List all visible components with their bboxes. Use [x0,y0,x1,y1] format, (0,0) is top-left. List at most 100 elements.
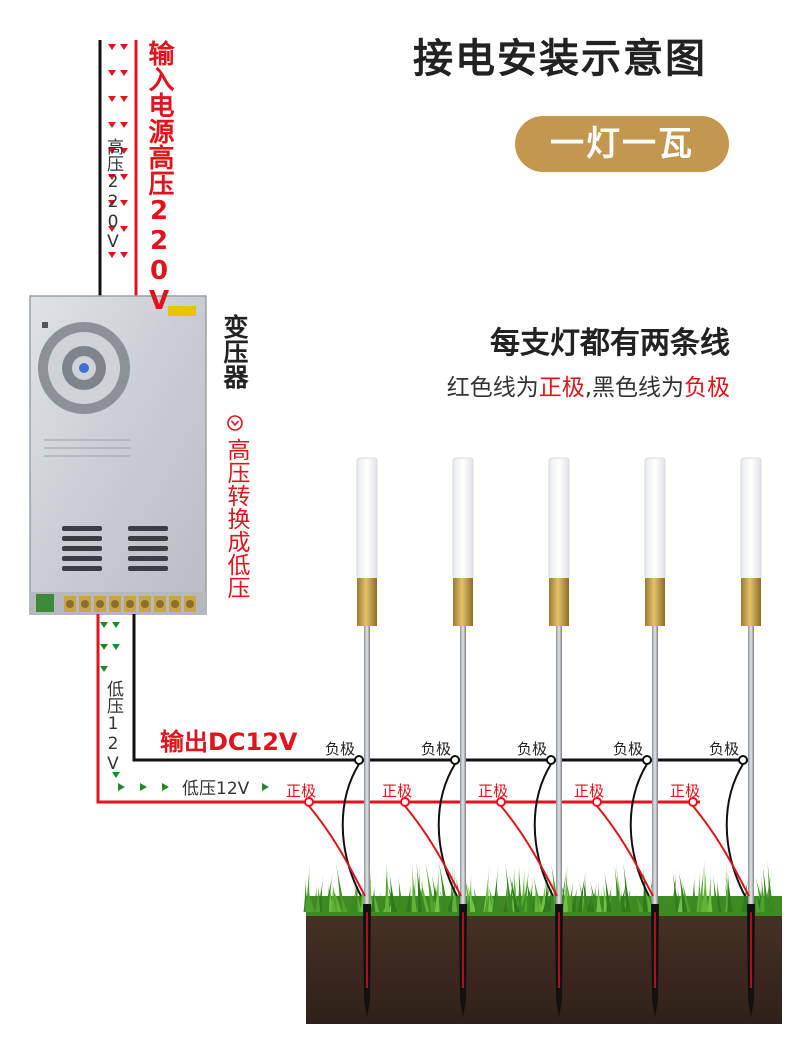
lamp-rod [556,626,562,904]
grass-blade [543,868,549,912]
grass-blade [727,871,733,912]
output-label: 输出DC12V [160,728,298,756]
triangle-arrow-icon [262,783,269,791]
transformer-label: 变压器 [220,314,249,389]
vent-slot [128,566,168,571]
grass-blade [614,864,622,912]
grass-blade [670,868,677,912]
terminal-screw [156,600,164,608]
grass-blade [672,870,680,912]
grass-blade [697,860,705,912]
grass-blade [724,882,732,912]
positive-lead [596,805,654,897]
lamp-4-negative-label: 负极 [613,740,644,758]
triangle-arrow-icon [112,644,120,650]
grass-blade [562,860,568,912]
positive-lead [404,805,462,897]
input-wire-label: 高压220V [103,138,123,252]
terminal-screw [186,600,194,608]
lamp-stake-icon [304,457,378,1018]
triangle-arrow-icon [120,44,128,50]
negative-lead [629,763,650,897]
lamp-1-positive-label: 正极 [286,782,317,800]
grass-blade [589,880,599,912]
triangle-arrow-icon [162,783,169,791]
triangle-arrow-icon [108,96,116,102]
lamp-collar [549,578,569,626]
grass-blade [315,882,321,912]
output-wire-black [132,614,748,762]
triangle-arrow-icon [118,783,125,791]
vent-slot [62,566,102,571]
negative-lead [341,763,362,897]
vent-slot [128,536,168,541]
grass-blade [617,888,623,912]
lamp-2-negative-label: 负极 [421,740,452,758]
grass-blade [425,861,436,912]
vent-slot [62,526,102,531]
grass-blade [505,862,513,912]
grass-blade [716,879,722,912]
grass-blade [619,893,628,912]
lamp-collar [453,578,473,626]
grass-blade [360,883,366,912]
terminal-screw [126,600,134,608]
grass-blade [600,891,606,912]
grass-blade [370,883,376,912]
terminal-screw [111,600,119,608]
terminal-screw [81,600,89,608]
grass-blade [537,892,544,912]
circle-down-arrow-icon [227,415,243,431]
triangle-arrow-icon [120,96,128,102]
grass-blade [492,884,498,912]
grass-blade [416,861,423,912]
grass-blade [582,871,588,912]
info-part-negative: 负极 [684,375,730,401]
grass-blade [306,885,315,912]
grass-blade [763,866,773,912]
grass-blade [332,881,340,912]
lamp-collar [645,578,665,626]
grass-blade [755,883,764,912]
grass-blade [405,880,412,912]
grass-blade [744,864,752,912]
triangle-arrow-icon [108,44,116,50]
grass-blade [473,885,480,912]
grass-blade [602,881,609,912]
lamp-3-positive-label: 正极 [478,782,509,800]
output-wire-label: 低压12V [103,680,123,774]
lamp-tube [740,457,762,581]
lamp-rod [364,626,370,904]
grass-blade [352,878,360,912]
triangle-arrow-icon [108,70,116,76]
grass-blade [635,893,644,912]
grass-blade [567,876,575,912]
triangle-arrow-icon [108,226,116,232]
lamp-tube [356,457,378,581]
grass-blade [587,889,593,912]
triangle-arrow-icon [120,174,128,180]
grass-blade [766,891,775,912]
grass-blade [496,886,502,912]
grass-blade [527,875,534,912]
triangle-arrow-icon [120,252,128,258]
grass-blade [389,871,397,912]
lamp-collar [357,578,377,626]
grass-blade [312,883,318,912]
terminal-screw [171,600,179,608]
grass-soil-icon [303,860,782,1024]
negative-junction [738,755,748,765]
triangle-arrow-icon [108,174,116,180]
vent-slot [62,536,102,541]
positive-lead [692,805,750,897]
transformer-note: 高压转换成低压 [223,438,249,599]
vent-slot [62,556,102,561]
negative-lead [437,763,458,897]
grass-blade [452,866,458,912]
grass-blade [317,874,324,912]
grass-blade [465,890,471,912]
grass-blade [703,861,709,912]
lamp-1-negative-label: 负极 [325,740,356,758]
grass-blade [349,886,357,912]
